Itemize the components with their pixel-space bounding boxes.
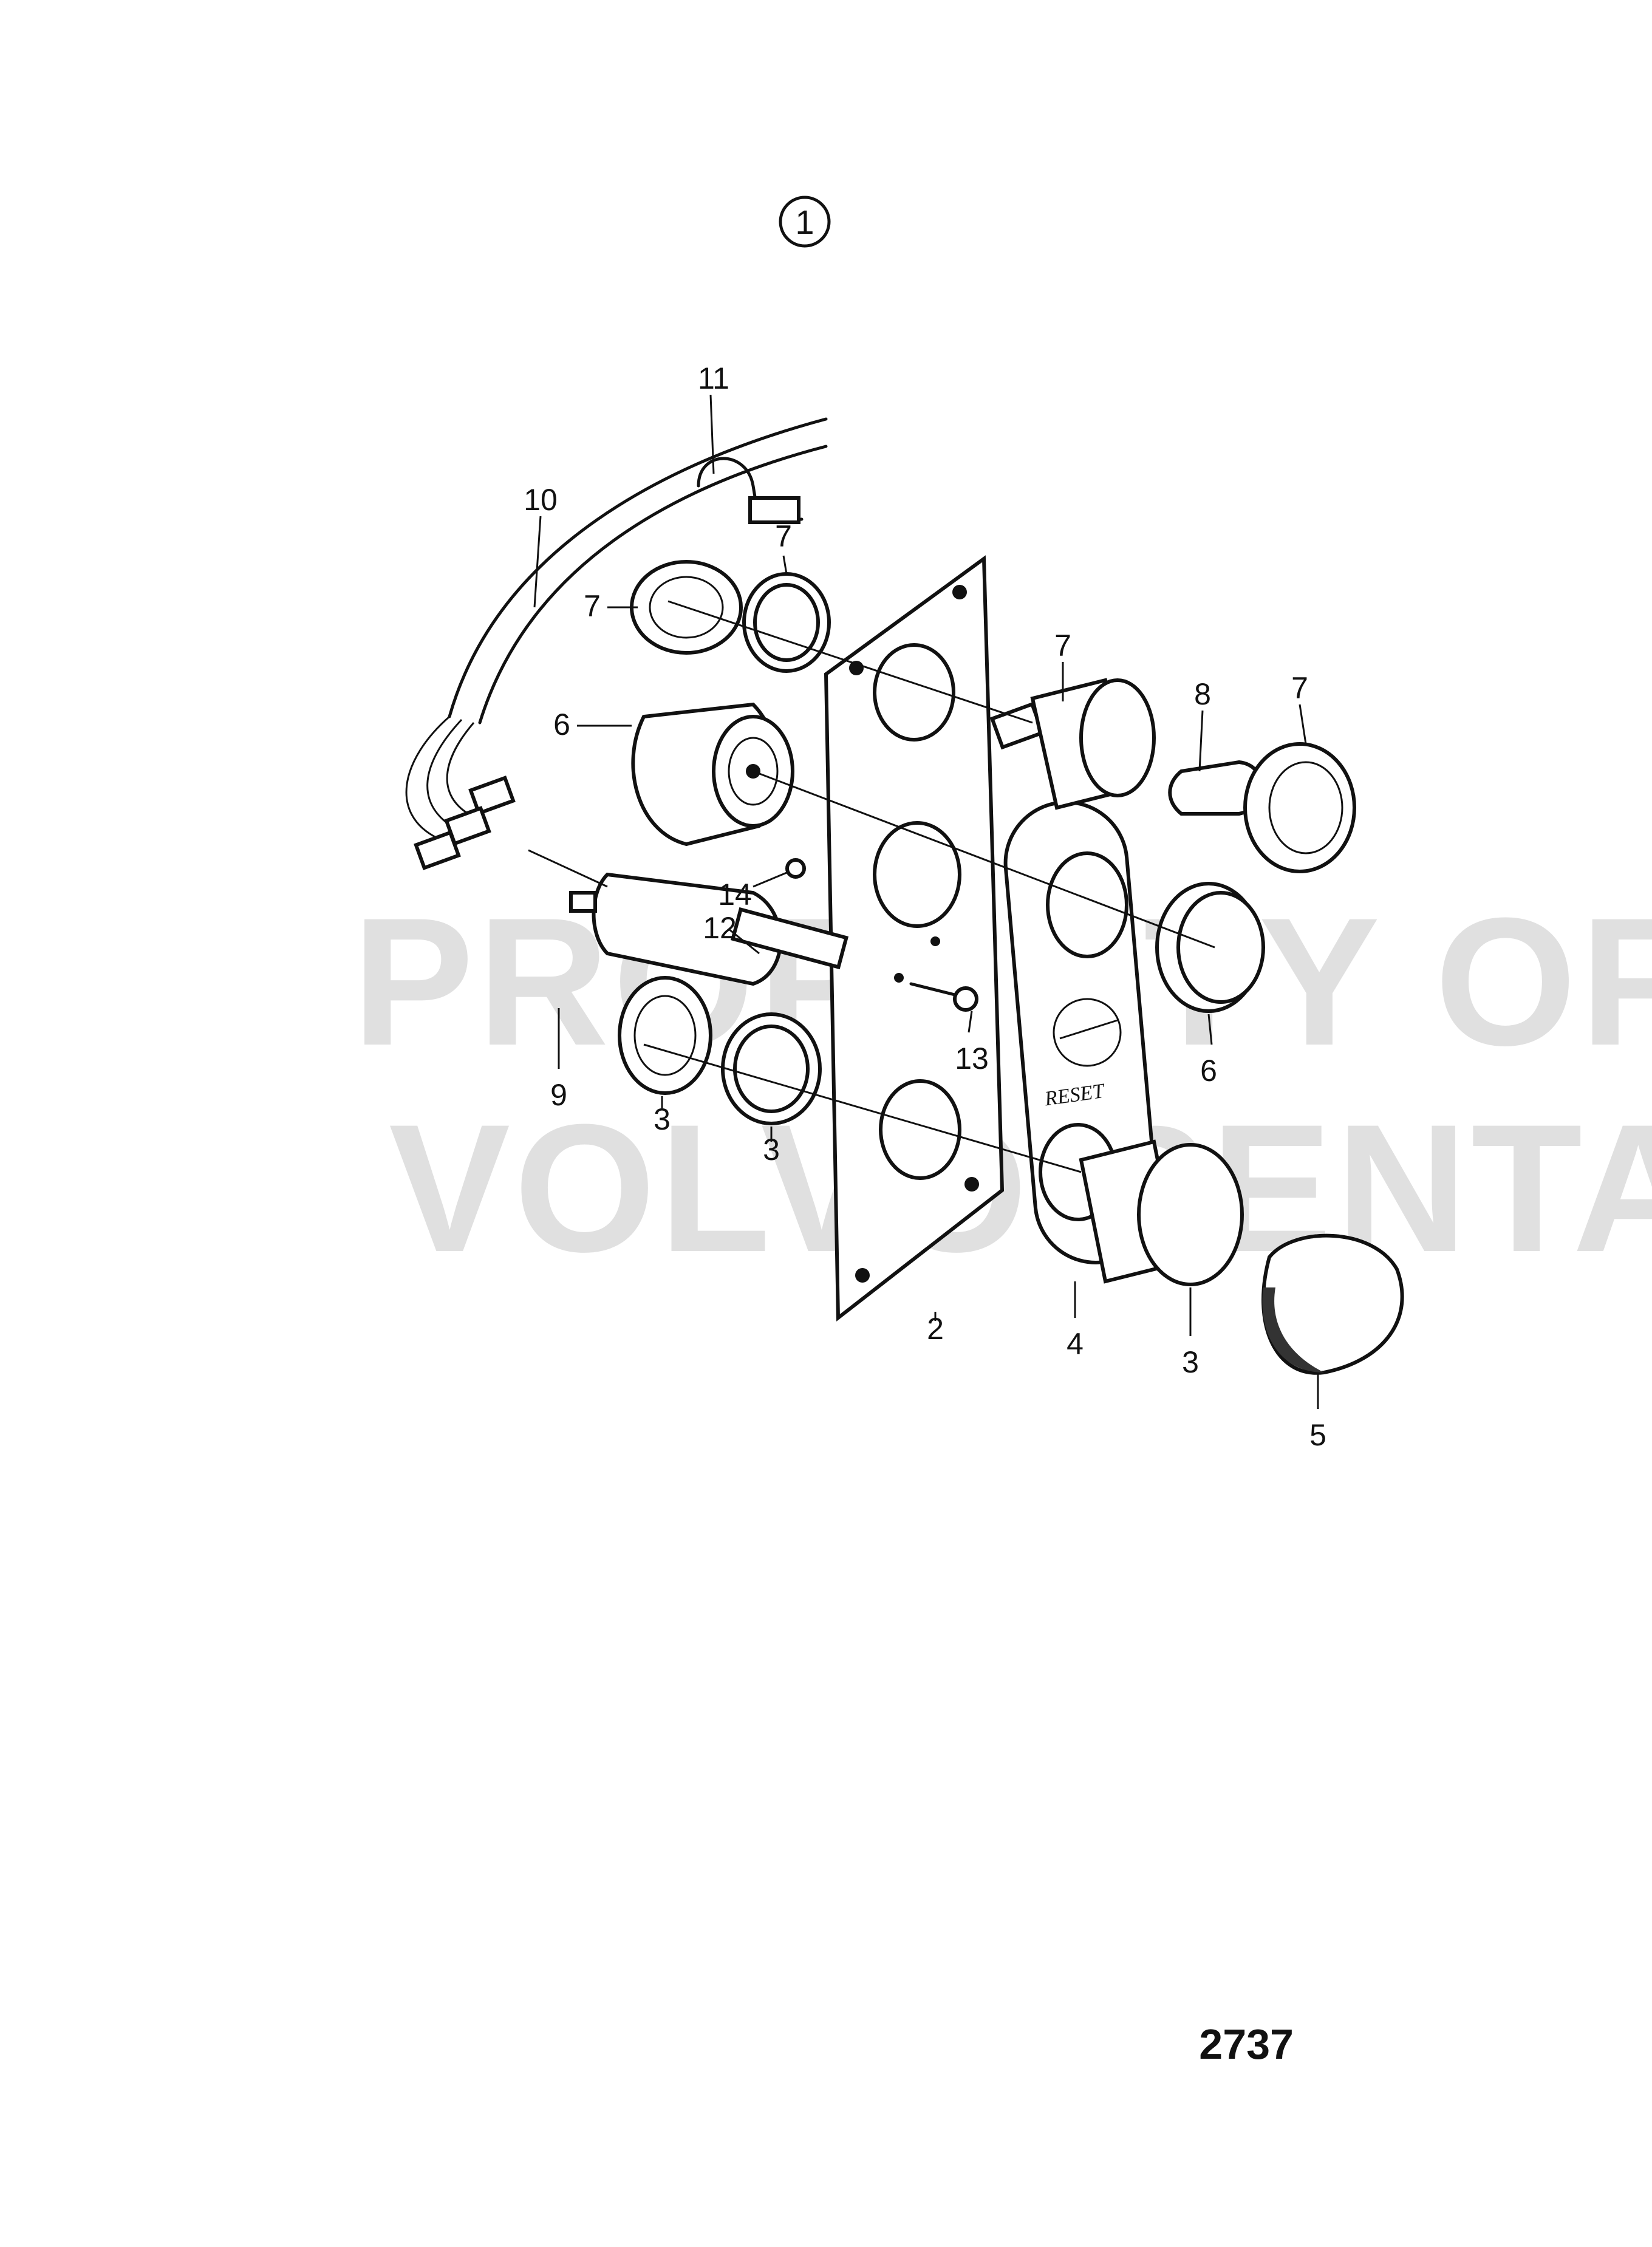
relay-module bbox=[569, 872, 849, 986]
callout-14: 14 bbox=[718, 878, 752, 912]
callout-3c: 3 bbox=[1182, 1345, 1199, 1379]
callout-7a: 7 bbox=[584, 589, 601, 623]
lamp-holder bbox=[989, 678, 1156, 810]
callout-13: 13 bbox=[955, 1042, 989, 1076]
callout-9: 9 bbox=[550, 1078, 567, 1112]
callout-2: 2 bbox=[927, 1312, 944, 1346]
rubber-cap bbox=[1261, 1233, 1404, 1375]
callout-3a: 3 bbox=[654, 1102, 671, 1136]
figure-number: 1 bbox=[795, 203, 814, 241]
callout-7d: 7 bbox=[1291, 671, 1308, 705]
nut-and-washer-upper bbox=[630, 560, 831, 673]
lens-cap bbox=[1243, 742, 1356, 873]
callout-12: 12 bbox=[703, 911, 737, 945]
figure-number-circle bbox=[779, 196, 831, 248]
callout-8: 8 bbox=[1194, 677, 1211, 711]
leader-lines bbox=[533, 394, 1319, 1409]
callout-11: 10 bbox=[524, 483, 558, 517]
callout-10: 11 bbox=[698, 361, 729, 395]
bezel-ring bbox=[1155, 882, 1265, 1013]
callout-3b: 3 bbox=[763, 1133, 780, 1167]
drawing-code: 2737 bbox=[1199, 2020, 1294, 2068]
callout-5: 5 bbox=[1309, 1418, 1326, 1452]
cable-harness bbox=[405, 417, 828, 870]
callout-6b: 6 bbox=[1200, 1054, 1217, 1088]
reset-button-body bbox=[1079, 1139, 1244, 1286]
callout-labels: 11 10 7 7 7 7 8 6 6 14 12 13 9 3 3 2 4 3… bbox=[524, 361, 1326, 1452]
callout-4: 4 bbox=[1067, 1327, 1084, 1361]
callout-6a: 6 bbox=[553, 708, 570, 742]
figure-number-badge: 1 bbox=[779, 196, 831, 248]
watermark-line-1: PROPERTY OF bbox=[352, 879, 1652, 1083]
callout-7c: 7 bbox=[1054, 629, 1071, 663]
buzzer-housing bbox=[631, 702, 794, 847]
callout-7b: 7 bbox=[775, 519, 792, 553]
screw bbox=[894, 936, 978, 1012]
watermark-line-2: VOLVO PENTA bbox=[389, 1086, 1652, 1290]
nut-small bbox=[785, 858, 806, 879]
nut-and-washer-lower bbox=[618, 976, 822, 1125]
decal-plate: RESET bbox=[1003, 800, 1159, 1264]
assembly-lines bbox=[528, 600, 1215, 1173]
panel-plate bbox=[824, 555, 1005, 1322]
cable-clamp bbox=[697, 457, 804, 524]
watermark: PROPERTY OF VOLVO PENTA bbox=[352, 879, 1652, 1290]
